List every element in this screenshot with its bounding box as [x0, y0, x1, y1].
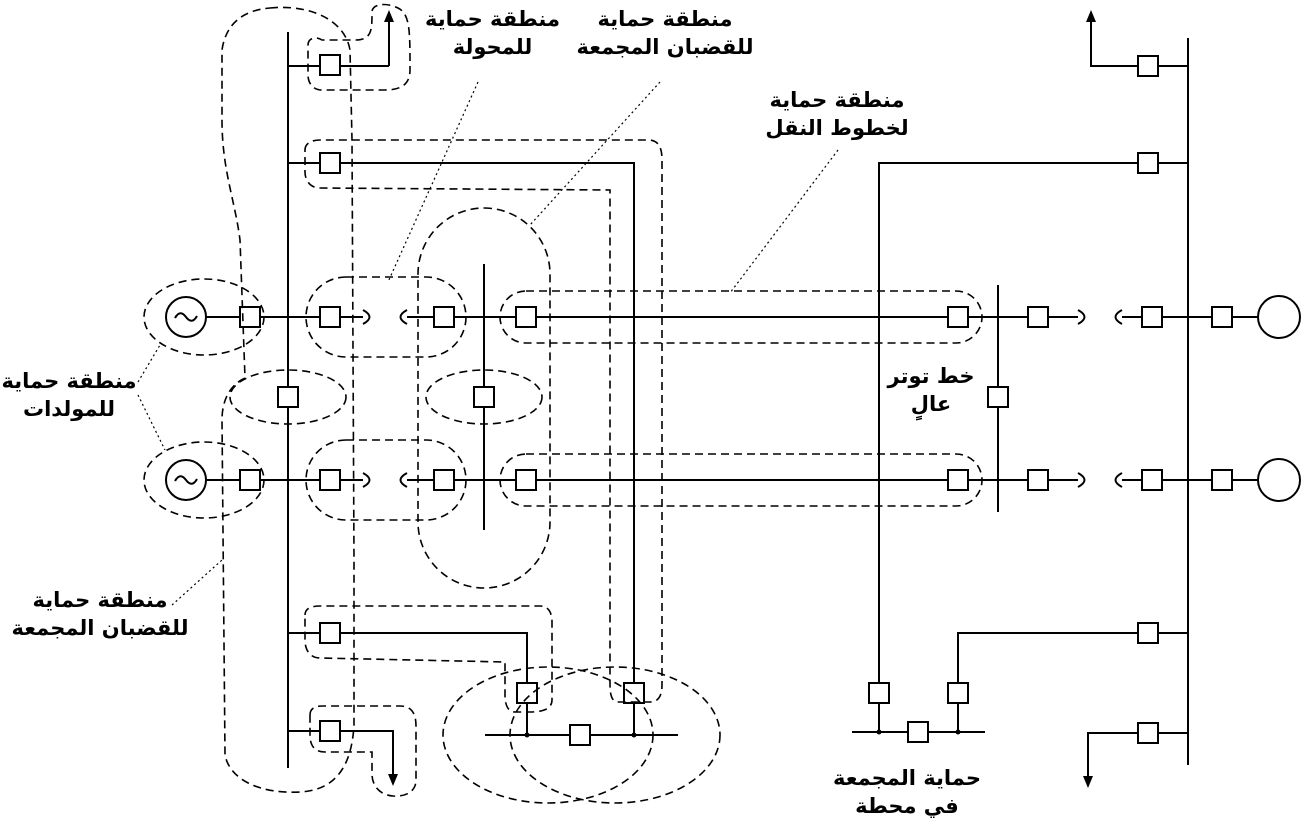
circuit-breaker-icon	[239, 54, 1233, 746]
transformer-icon	[362, 309, 1123, 488]
motor-icon	[1257, 295, 1301, 502]
generator-icon	[165, 296, 207, 501]
arrow-down-icon	[388, 774, 1093, 788]
label-busbar-zone-left: منطقة حماية للقضبان المجمعة	[11, 588, 189, 640]
arrow-up-icon	[384, 10, 1096, 22]
label-busbar-zone-top: منطقة حماية للقضبان المجمعة	[576, 7, 754, 59]
protection-zones	[143, 3, 983, 804]
leader-lines	[137, 81, 839, 606]
label-transformer-zone: منطقة حماية للمحولة	[425, 7, 560, 59]
junction-dots	[524, 729, 961, 738]
conductors	[206, 18, 1258, 780]
label-hv-line: خط توتر عالٍ	[887, 364, 975, 416]
label-station-busbar: حماية المجمعة في محطة	[833, 766, 981, 818]
label-line-zone: منطقة حماية لخطوط النقل	[765, 88, 909, 140]
label-generator-zone: منطقة حماية للمولدات	[1, 369, 137, 421]
